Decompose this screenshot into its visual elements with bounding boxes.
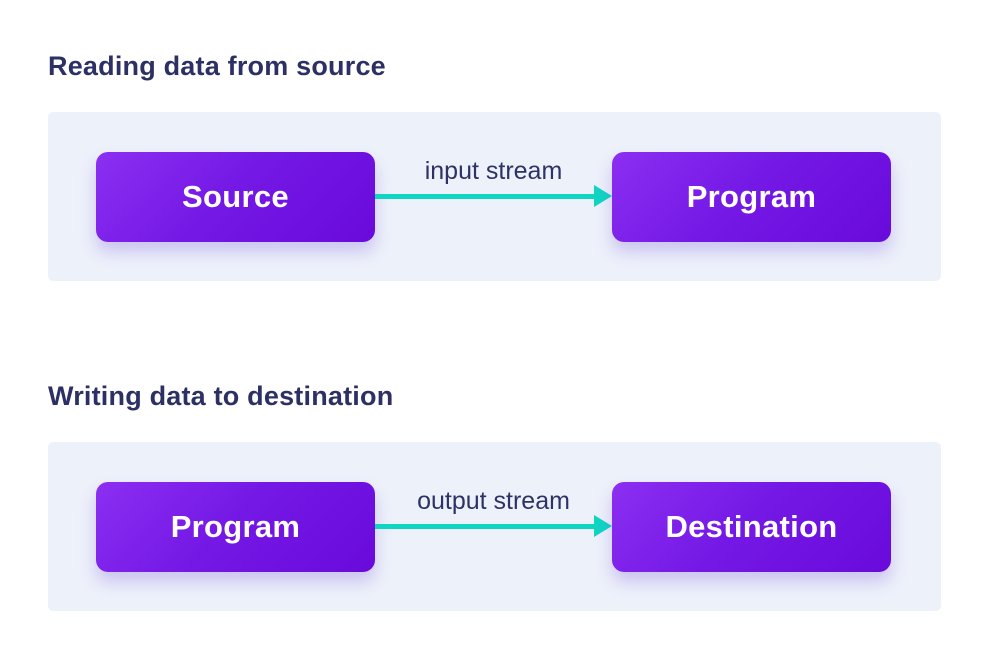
arrow-label: output stream (417, 487, 570, 515)
node-program: Program (612, 152, 891, 242)
arrow-head-icon (594, 515, 612, 537)
node-source: Source (96, 152, 375, 242)
section-title: Writing data to destination (48, 381, 394, 411)
arrow-line (375, 194, 596, 199)
section-reading-data: Reading data from source Source input st… (48, 51, 941, 281)
node-program: Program (96, 482, 375, 572)
node-destination: Destination (612, 482, 891, 572)
arrow-line (375, 524, 596, 529)
arrow-label: input stream (424, 157, 563, 185)
section-writing-data: Writing data to destination Program outp… (0, 330, 988, 660)
section-title: Reading data from source (48, 51, 386, 81)
arrow-head-icon (594, 185, 612, 207)
